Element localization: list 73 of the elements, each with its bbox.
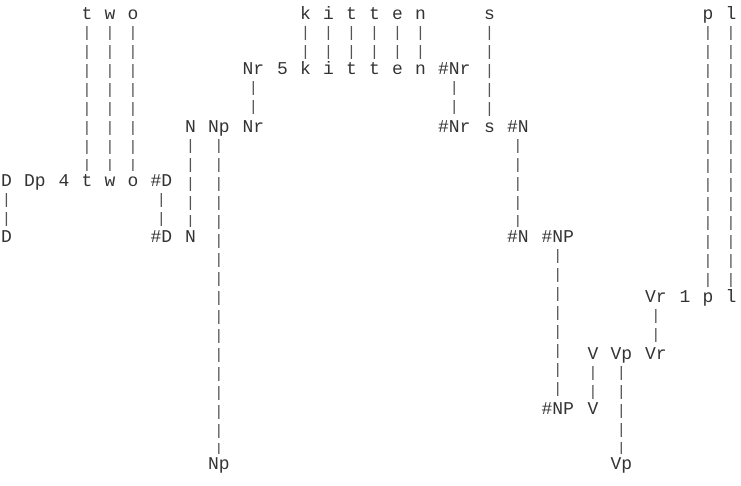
- connector-line: [620, 366, 622, 454]
- token-text: Vr: [645, 345, 667, 365]
- token-text: 4: [58, 172, 70, 192]
- connector-line: [557, 249, 558, 399]
- connector-line: [730, 26, 732, 287]
- token-text: Np: [208, 455, 230, 475]
- connector-line: [160, 193, 162, 227]
- connector-line: [6, 193, 8, 227]
- token-text: V: [588, 345, 598, 365]
- connector-line: [396, 26, 398, 59]
- token-text: Vp: [610, 345, 632, 365]
- connector-line: [655, 309, 656, 344]
- token-text: N: [185, 228, 196, 248]
- token-text: t: [369, 60, 380, 80]
- token-text: k: [300, 5, 311, 25]
- token-text: D: [1, 228, 12, 248]
- token-text: #NP: [542, 228, 574, 248]
- token-text: s: [484, 118, 495, 138]
- token-text: e: [392, 5, 403, 25]
- token-text: w: [104, 172, 116, 192]
- token-text: V: [588, 400, 598, 420]
- token-text: Nr: [242, 118, 264, 138]
- token-text: #D: [150, 228, 172, 248]
- token-text: t: [82, 5, 92, 25]
- token-text: #D: [150, 172, 172, 192]
- connector-line: [707, 26, 709, 287]
- connector-line: [132, 26, 134, 171]
- token-text: #NP: [542, 400, 574, 420]
- connector-line: [374, 26, 376, 59]
- token-text: 5: [277, 60, 288, 80]
- connector-line: [488, 26, 490, 117]
- token-text: n: [415, 60, 426, 80]
- token-text: Dp: [24, 172, 46, 192]
- token-text: n: [415, 5, 426, 25]
- connector-line: [252, 81, 254, 117]
- connector-line: [218, 139, 220, 454]
- token-text: o: [128, 5, 138, 25]
- token-text: k: [300, 60, 311, 80]
- token-text: D: [1, 172, 12, 192]
- token-text: t: [369, 5, 380, 25]
- token-text: p: [702, 288, 714, 308]
- connector-line: [328, 26, 330, 59]
- token-text: w: [104, 5, 116, 25]
- token-text: o: [128, 172, 138, 192]
- connector-line: [454, 81, 455, 117]
- token-text: #Nr: [438, 118, 470, 138]
- token-text: t: [346, 60, 357, 80]
- connector-line: [109, 26, 111, 171]
- token-text: #Nr: [438, 60, 470, 80]
- connector-line: [304, 26, 306, 59]
- connector-line: [592, 366, 594, 399]
- token-text: p: [702, 5, 714, 25]
- token-text: e: [392, 60, 403, 80]
- token-text: #N: [507, 118, 529, 138]
- connector-line: [190, 139, 192, 227]
- token-text: Vr: [645, 288, 667, 308]
- token-text: l: [726, 288, 736, 308]
- token-text: N: [185, 118, 196, 138]
- token-text: i: [323, 5, 334, 25]
- token-text: Nr: [242, 60, 264, 80]
- token-text: t: [82, 172, 92, 192]
- token-text: Np: [208, 118, 230, 138]
- connector-line: [86, 26, 88, 171]
- connector-line: [350, 26, 352, 59]
- token-text: t: [346, 5, 357, 25]
- connector-line: [420, 26, 422, 59]
- connector-line: [517, 139, 518, 227]
- token-text: 1: [680, 288, 690, 308]
- token-text: i: [323, 60, 334, 80]
- token-text: l: [726, 5, 736, 25]
- token-text: Vp: [610, 455, 632, 475]
- token-text: s: [484, 5, 495, 25]
- token-text: #N: [507, 228, 529, 248]
